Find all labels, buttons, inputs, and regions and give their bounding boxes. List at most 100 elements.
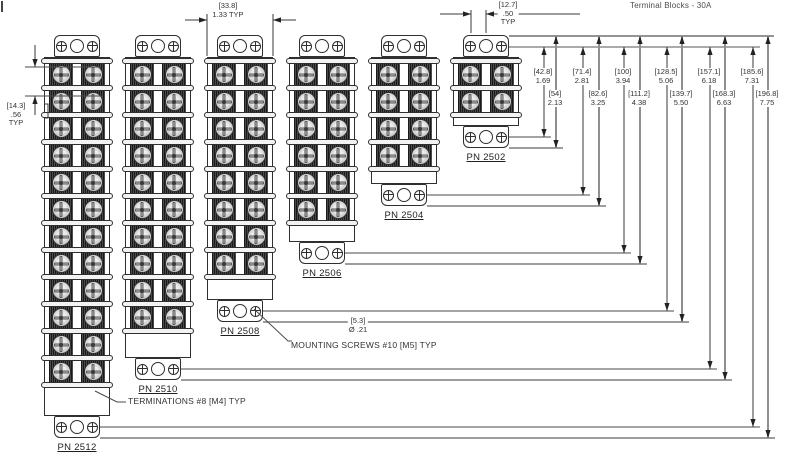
screw-center	[172, 153, 176, 158]
terminal-screw	[51, 227, 71, 246]
screw-center	[418, 126, 422, 131]
pole-row	[126, 145, 190, 166]
screw-pocket	[130, 226, 154, 247]
pole-row	[45, 91, 109, 112]
screw-center	[336, 153, 340, 158]
barrier-bar	[41, 166, 113, 172]
screw-pocket	[49, 361, 73, 382]
barrier-bar	[41, 301, 113, 307]
pole-row	[45, 307, 109, 328]
screw-center	[59, 153, 63, 158]
screw-pocket	[376, 64, 400, 85]
terminal-screw	[83, 65, 103, 84]
screw-pocket	[244, 118, 268, 139]
terminal-screw	[132, 281, 152, 300]
barrier-bar	[122, 85, 194, 91]
screw-center	[91, 153, 95, 158]
mounting-tab-top	[54, 35, 100, 57]
screw-center	[91, 342, 95, 347]
screw-center	[59, 369, 63, 374]
center-hole-icon	[315, 39, 329, 53]
terminal-screw	[460, 92, 480, 111]
screw-center	[59, 261, 63, 266]
screw-pocket	[244, 199, 268, 220]
screw-center	[91, 126, 95, 131]
barrier-bar	[41, 355, 113, 361]
barrier-bar	[122, 247, 194, 253]
screw-pocket	[244, 172, 268, 193]
barrier-bar	[368, 166, 440, 172]
screw-center	[140, 288, 144, 293]
screw-pocket	[81, 91, 105, 112]
screw-center	[222, 180, 226, 185]
screw-center	[500, 99, 504, 104]
mounting-hole-icon	[219, 40, 230, 52]
terminal-screw	[410, 65, 430, 84]
pole-row	[126, 280, 190, 301]
mounting-tab-bottom	[463, 126, 509, 148]
screw-center	[386, 153, 390, 158]
screw-center	[140, 261, 144, 266]
screw-pocket	[130, 172, 154, 193]
screw-pocket	[81, 145, 105, 166]
barrier-bar	[122, 220, 194, 226]
pole-row	[45, 118, 109, 139]
mounting-hole-icon	[137, 40, 148, 52]
mounting-hole-icon	[137, 363, 148, 375]
screw-pocket	[162, 253, 186, 274]
mounting-hole-icon	[219, 305, 230, 317]
mounting-tab-top	[217, 35, 263, 57]
screw-center	[254, 99, 258, 104]
terminal-screw	[164, 173, 184, 192]
terminal-screw	[410, 146, 430, 165]
center-hole-icon	[151, 39, 165, 53]
block-body	[368, 57, 440, 184]
screw-center	[91, 369, 95, 374]
screw-pocket	[162, 91, 186, 112]
barrier-bar	[286, 139, 358, 145]
screw-pocket	[326, 172, 350, 193]
mounting-hole-icon	[496, 131, 507, 143]
screw-center	[59, 234, 63, 239]
pole-row	[290, 172, 354, 193]
barrier-bar	[450, 58, 522, 64]
screw-pocket	[294, 172, 318, 193]
terminal-screw	[132, 92, 152, 111]
screw-pocket	[49, 226, 73, 247]
barrier-bar	[122, 193, 194, 199]
barrier-bar	[204, 274, 276, 280]
screw-center	[304, 72, 308, 77]
screw-pocket	[81, 280, 105, 301]
screw-pocket	[162, 118, 186, 139]
terminal-screw	[51, 173, 71, 192]
mounting-hole-icon	[332, 40, 343, 52]
pole-row	[372, 118, 436, 139]
block-body	[204, 57, 276, 300]
center-hole-icon	[315, 246, 329, 260]
terminal-screw	[132, 173, 152, 192]
pole-row	[126, 253, 190, 274]
terminal-screw	[83, 308, 103, 327]
terminal-screw	[246, 200, 266, 219]
mounting-tab-bottom	[135, 358, 181, 380]
screw-pocket	[212, 145, 236, 166]
terminal-screw	[51, 308, 71, 327]
barrier-bar	[286, 220, 358, 226]
screw-center	[386, 126, 390, 131]
pole-row	[45, 253, 109, 274]
pole-row	[454, 64, 518, 85]
screw-pocket	[294, 199, 318, 220]
terminal-screw	[51, 65, 71, 84]
barrier-bar	[204, 112, 276, 118]
terminal-screw	[132, 119, 152, 138]
screw-pocket	[130, 145, 154, 166]
terminal-screw	[378, 146, 398, 165]
pole-row	[454, 91, 518, 112]
screw-pocket	[130, 253, 154, 274]
screw-pocket	[408, 91, 432, 112]
screw-pocket	[212, 172, 236, 193]
screw-center	[254, 126, 258, 131]
screw-center	[172, 261, 176, 266]
terminal-block-pn-2512: PN 2512	[41, 35, 113, 453]
pole-row	[45, 145, 109, 166]
